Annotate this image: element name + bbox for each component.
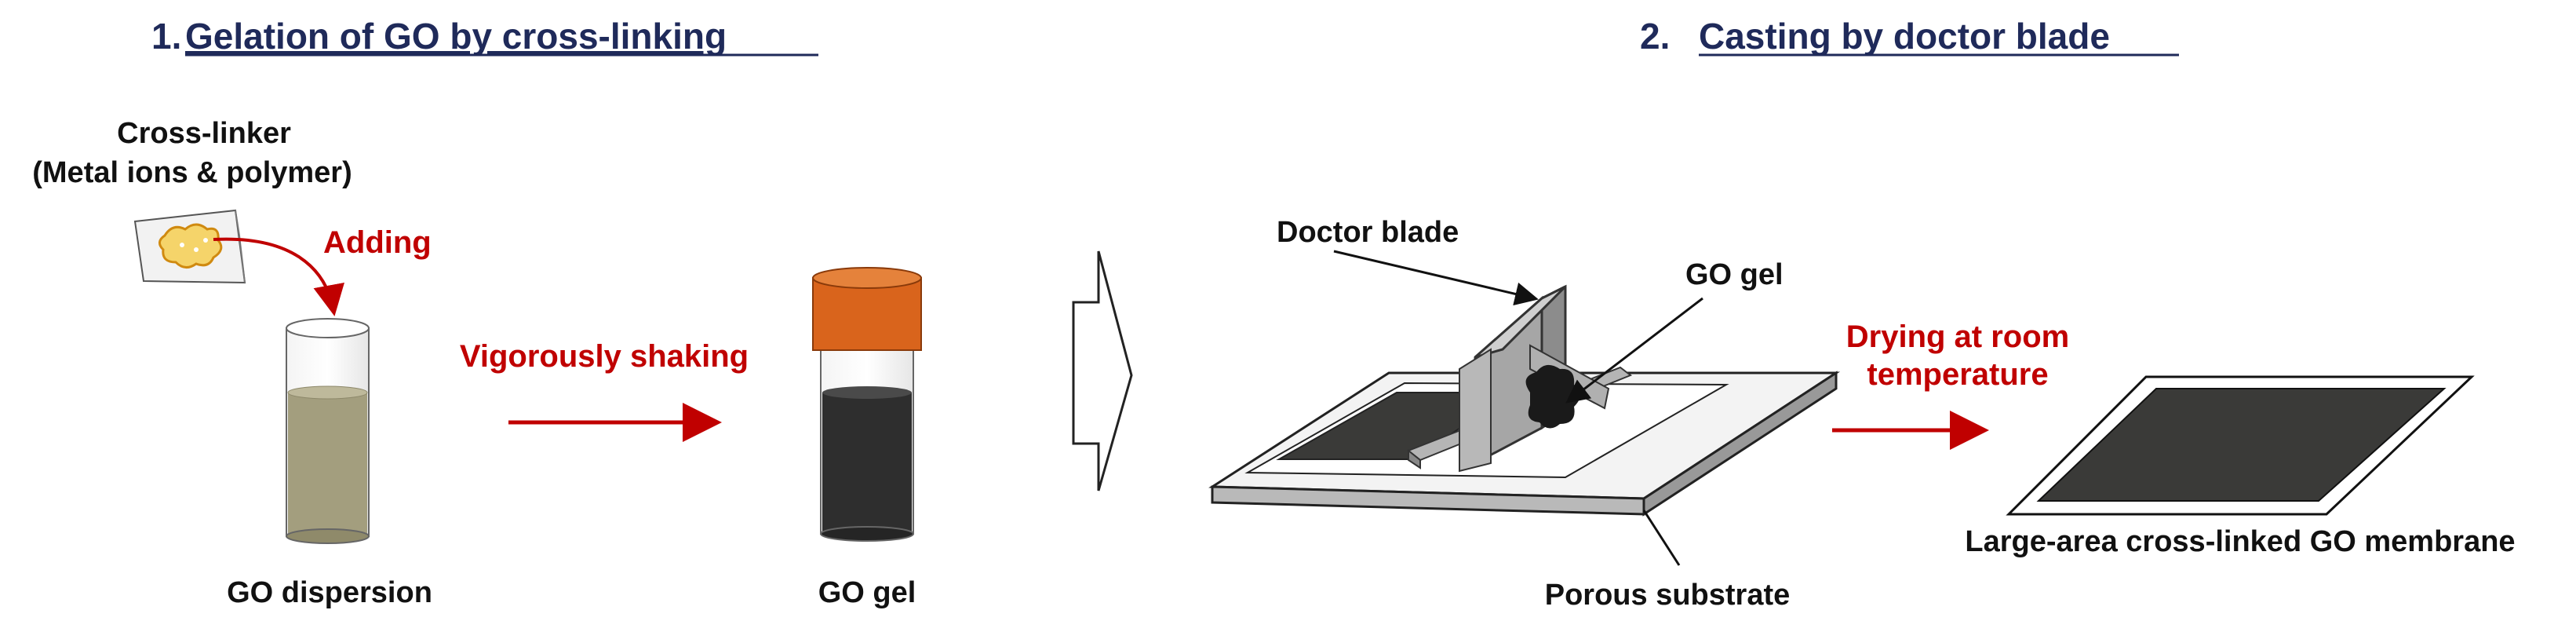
go-gel-cast-label: GO gel	[1685, 258, 1784, 291]
drying-label-line1: Drying at room	[1846, 320, 2069, 354]
crosslinker-paper-icon	[133, 209, 246, 284]
go-dispersion-label: GO dispersion	[227, 576, 432, 609]
adding-arrow	[213, 237, 344, 316]
drying-label-line2: temperature	[1867, 357, 2048, 392]
crosslinker-label-line2: (Metal ions & polymer)	[32, 156, 352, 189]
go-gel-blob	[1525, 364, 1580, 429]
doctor-blade-label: Doctor blade	[1277, 216, 1459, 249]
go-gel-vial-label: GO gel	[818, 576, 916, 609]
casting-setup	[1208, 284, 1841, 517]
go-gel-cast-pointer	[1565, 297, 1703, 404]
step2-number: 2.	[1640, 16, 1670, 57]
go-membrane	[2006, 375, 2475, 516]
membrane-label: Large-area cross-linked GO membrane	[1965, 525, 2515, 558]
porous-substrate-label: Porous substrate	[1545, 579, 1791, 612]
step2-title: Casting by doctor blade	[1699, 16, 2110, 57]
crosslinker-label-line1: Cross-linker	[117, 117, 291, 150]
go-dispersion-tube	[286, 318, 370, 544]
go-gel-vial	[812, 267, 922, 542]
shaking-label: Vigorously shaking	[460, 339, 749, 374]
step-transition-arrow	[1072, 250, 1133, 491]
step1-number: 1.	[151, 16, 181, 57]
porous-substrate-pointer	[1642, 510, 1681, 566]
adding-label: Adding	[323, 225, 432, 260]
step1-title: Gelation of GO by cross-linking	[185, 16, 727, 57]
doctor-blade-pointer	[1333, 250, 1539, 306]
